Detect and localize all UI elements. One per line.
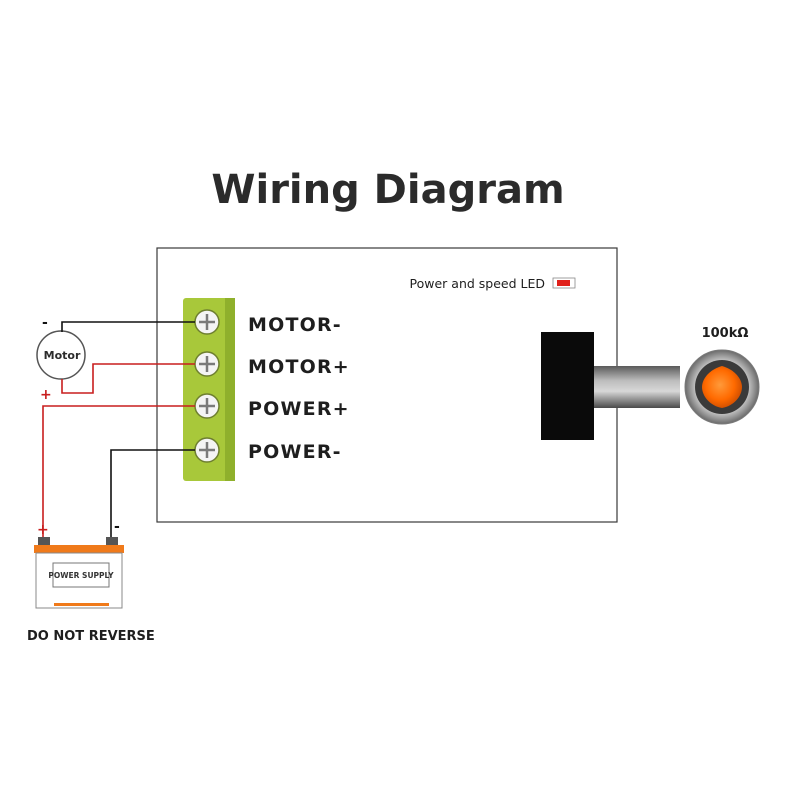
terminal-screw-motor-minus — [194, 309, 220, 335]
wire-motor-plus — [61, 363, 195, 394]
potentiometer-label: 100kΩ — [702, 326, 749, 341]
potentiometer-body — [541, 332, 594, 440]
motor-minus-sign: - — [42, 315, 48, 331]
terminal-label-power-minus: POWER- — [248, 441, 342, 463]
battery-icon — [34, 537, 124, 609]
terminal-label-power-plus: POWER+ — [248, 398, 350, 420]
battery-plus-sign: + — [37, 522, 49, 538]
led-label: Power and speed LED — [410, 276, 545, 291]
wire-motor-minus — [61, 321, 195, 332]
terminal-label-motor-minus: MOTOR- — [248, 314, 342, 336]
warning-text: DO NOT REVERSE — [27, 629, 155, 644]
motor-plus-sign: + — [40, 387, 52, 403]
battery-minus-sign: - — [114, 519, 120, 535]
motor-icon — [36, 330, 86, 380]
wire-power-plus — [42, 405, 195, 540]
terminal-screw-motor-plus — [194, 351, 220, 377]
potentiometer-shaft — [594, 366, 680, 408]
terminal-screw-power-minus — [194, 437, 220, 463]
motor-label: Motor — [44, 349, 81, 362]
wire-power-minus — [110, 449, 195, 540]
page-title: Wiring Diagram — [211, 167, 564, 213]
terminal-label-motor-plus: MOTOR+ — [248, 356, 350, 378]
potentiometer-knob[interactable] — [684, 349, 760, 425]
terminal-screw-power-plus — [194, 393, 220, 419]
power-supply-label: POWER SUPPLY — [48, 571, 114, 580]
led-indicator — [552, 277, 576, 289]
terminal-block — [183, 298, 235, 481]
